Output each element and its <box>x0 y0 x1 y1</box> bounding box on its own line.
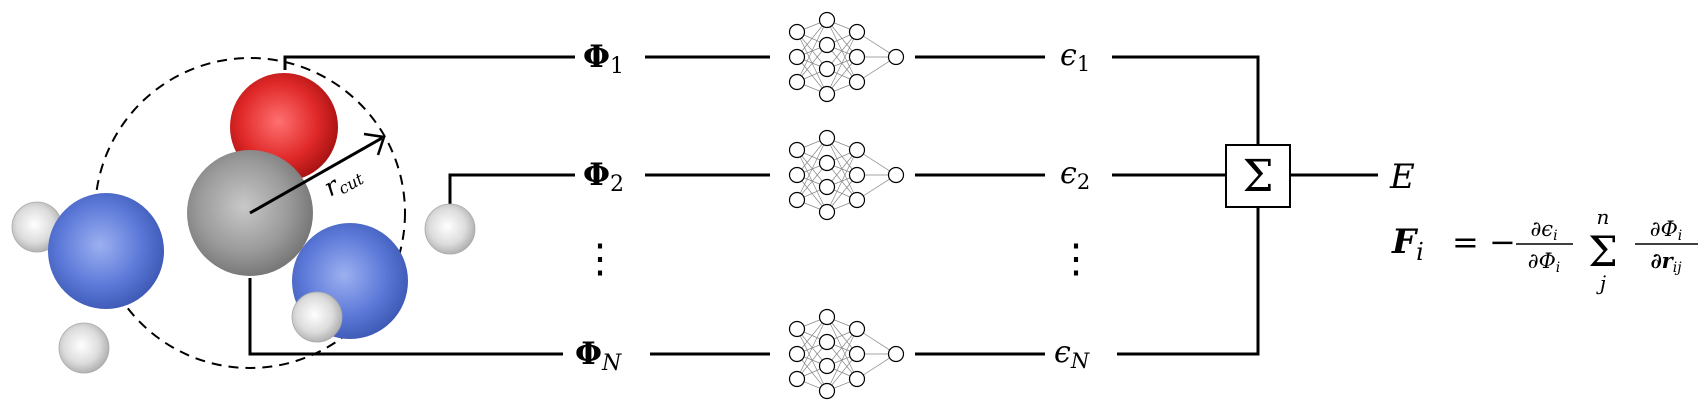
frac2-denominator: ∂rij <box>1650 248 1682 276</box>
nn-node <box>788 345 806 363</box>
nn-node <box>887 166 905 184</box>
neural-networks <box>788 11 905 400</box>
frac1-denominator: ∂Φi <box>1528 249 1561 276</box>
nn-node <box>887 48 905 66</box>
phi-dots: ⋮ <box>580 236 620 282</box>
nn-node <box>818 382 836 400</box>
sum-upper-limit: n <box>1597 205 1610 229</box>
eps-2-label: ϵ2 <box>1060 156 1090 194</box>
nn-node <box>788 191 806 209</box>
cutoff-sphere <box>94 57 406 369</box>
hydrogen-atom-right-bottom <box>291 291 343 343</box>
nn-node <box>788 48 806 66</box>
nn-node <box>788 23 806 41</box>
descriptor-labels: Φ1 Φ2 ⋮ ΦN <box>575 39 624 376</box>
summation-box <box>1225 144 1291 208</box>
frac1-numerator: ∂ϵi <box>1530 217 1557 244</box>
molecule: rcut <box>11 57 476 374</box>
nn-node <box>788 370 806 388</box>
nn-node <box>818 308 836 326</box>
hydrogen-atom-isolated <box>424 203 476 255</box>
wire-eps1-sum <box>1112 55 1260 145</box>
nn-edge <box>826 149 858 213</box>
neural-network-icon <box>788 11 905 103</box>
nn-node <box>848 141 866 159</box>
nn-node <box>818 333 836 351</box>
neural-network-icon <box>788 129 905 221</box>
nn-node <box>788 73 806 91</box>
nn-node <box>788 320 806 338</box>
cutoff-label: rcut <box>319 158 367 204</box>
force-lhs: Fi <box>1391 222 1424 266</box>
force-equals-minus: = − <box>1452 223 1516 261</box>
nn-node <box>848 191 866 209</box>
nn-node <box>848 370 866 388</box>
nn-node <box>818 129 836 147</box>
force-equation: Fi = − ∂ϵi ∂Φi n Σ j ∂Φi ∂rij <box>1391 205 1698 295</box>
frac2-numerator: ∂Φi <box>1650 217 1683 244</box>
nn-node <box>788 141 806 159</box>
nn-node <box>848 320 866 338</box>
nn-node <box>887 345 905 363</box>
energy-contribution-labels: ϵ1 ϵ2 ⋮ ϵN <box>1054 38 1096 373</box>
nn-node <box>818 203 836 221</box>
eps-dots: ⋮ <box>1056 236 1096 282</box>
nn-node <box>818 11 836 29</box>
nn-edge <box>826 31 858 95</box>
phi-2-label: Φ2 <box>583 157 624 197</box>
nn-node <box>818 85 836 103</box>
arrow-head <box>363 132 386 156</box>
eps-1-label: ϵ1 <box>1060 38 1090 76</box>
neural-network-icon <box>788 308 905 400</box>
nitrogen-atom-left <box>48 193 164 309</box>
nn-edge <box>796 19 828 83</box>
hydrogen-atom-bottom <box>58 322 110 374</box>
eps-N-label: ϵN <box>1054 335 1090 373</box>
nn-edge <box>826 328 858 392</box>
total-energy-label: E <box>1389 157 1415 197</box>
nn-node <box>818 60 836 78</box>
nn-node <box>818 357 836 375</box>
sum-lower-limit: j <box>1596 271 1606 295</box>
nn-node <box>818 154 836 172</box>
nn-node <box>848 73 866 91</box>
nn-node <box>818 178 836 196</box>
nn-node <box>848 345 866 363</box>
nn-node <box>848 166 866 184</box>
nn-node <box>848 23 866 41</box>
cutoff-radius-arrow <box>249 136 383 215</box>
nn-node <box>818 36 836 54</box>
summation-symbol: Σ <box>1242 151 1273 202</box>
nn-edge <box>796 316 828 380</box>
nn-node <box>788 166 806 184</box>
wire-epsN-sum <box>1117 207 1260 356</box>
wire-atom3-phiN <box>248 278 563 356</box>
wire-atom2-phi2 <box>448 173 575 204</box>
nn-edge <box>796 137 828 201</box>
phi-N-label: ΦN <box>575 336 622 376</box>
summation-node: Σ <box>1225 144 1291 208</box>
sum-sign: Σ <box>1588 227 1618 276</box>
phi-1-label: Φ1 <box>583 39 624 79</box>
wire-atom1-phi1 <box>283 55 575 70</box>
nn-node <box>848 48 866 66</box>
wires <box>248 55 1378 356</box>
